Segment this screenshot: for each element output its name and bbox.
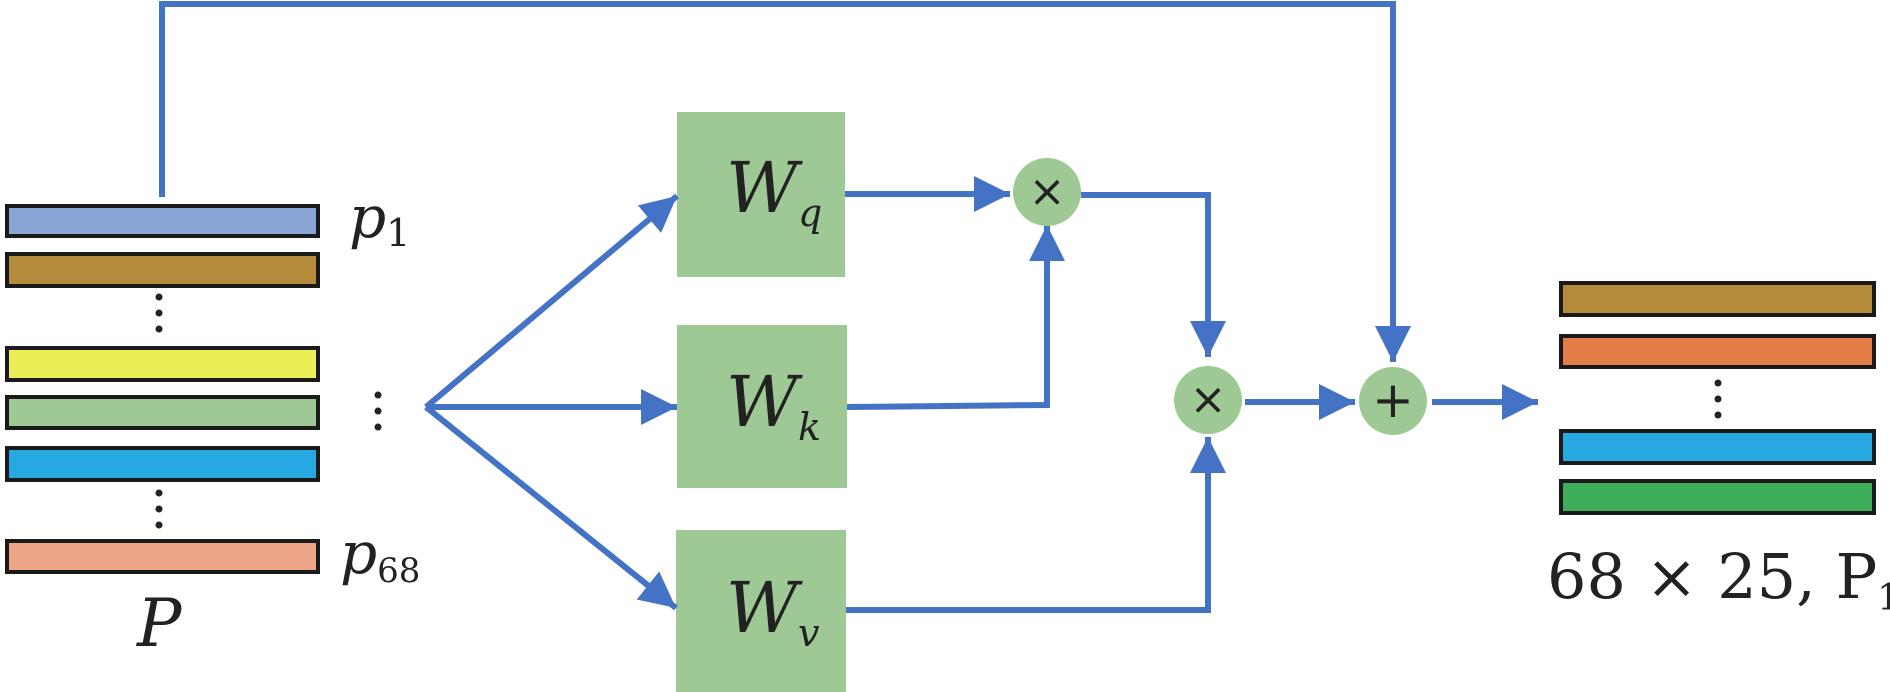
output-row: [1559, 281, 1876, 317]
input-row: [5, 395, 320, 430]
residual-add-node: [1359, 367, 1427, 435]
label-p68: p68: [340, 519, 420, 591]
output-row: [1559, 429, 1876, 465]
arrow-to-wv: [424, 404, 678, 611]
output-row: [1559, 479, 1876, 515]
output-matrix: 68 × 25, P1: [1547, 281, 1890, 619]
vertical-ellipsis: [374, 391, 382, 431]
vertical-ellipsis: [155, 293, 163, 333]
residual-connection-arrow: [159, 1, 1411, 362]
wk-block: [677, 325, 847, 488]
input-row-p68: [5, 539, 320, 574]
input-row: [5, 252, 320, 288]
multiply-icon: ×: [1190, 374, 1227, 425]
wv-block: [676, 530, 846, 692]
vertical-ellipsis: [155, 489, 163, 529]
input-matrix: p1 p68 P: [5, 183, 420, 662]
multiply-icon: ×: [1029, 166, 1066, 217]
plus-icon: +: [1372, 371, 1414, 429]
arrow-wv-to-attention: [846, 437, 1226, 613]
wk-label: Wk: [726, 361, 821, 449]
output-row: [1559, 334, 1876, 369]
operators: × × +: [1013, 158, 1427, 435]
qk-multiply-node: [1013, 158, 1081, 226]
arrow-wk-to-multiply: [846, 225, 1065, 410]
arrow-qk-to-attention: [1081, 192, 1226, 357]
wq-label: Wq: [726, 147, 822, 235]
flow-connections: [159, 1, 1538, 613]
label-p1: p1: [349, 183, 410, 255]
input-row: [5, 446, 320, 482]
attention-multiply-node: [1174, 366, 1242, 434]
input-row: [5, 346, 320, 382]
output-label: 68 × 25, P1: [1547, 540, 1890, 619]
input-label: P: [136, 585, 183, 662]
wv-label: Wv: [726, 567, 820, 655]
weight-blocks: Wq Wk Wv: [676, 112, 847, 692]
arrow-to-wq: [424, 193, 679, 410]
vertical-ellipsis: [1714, 379, 1722, 419]
wq-block: [677, 112, 845, 277]
input-row-p1: [5, 204, 320, 238]
